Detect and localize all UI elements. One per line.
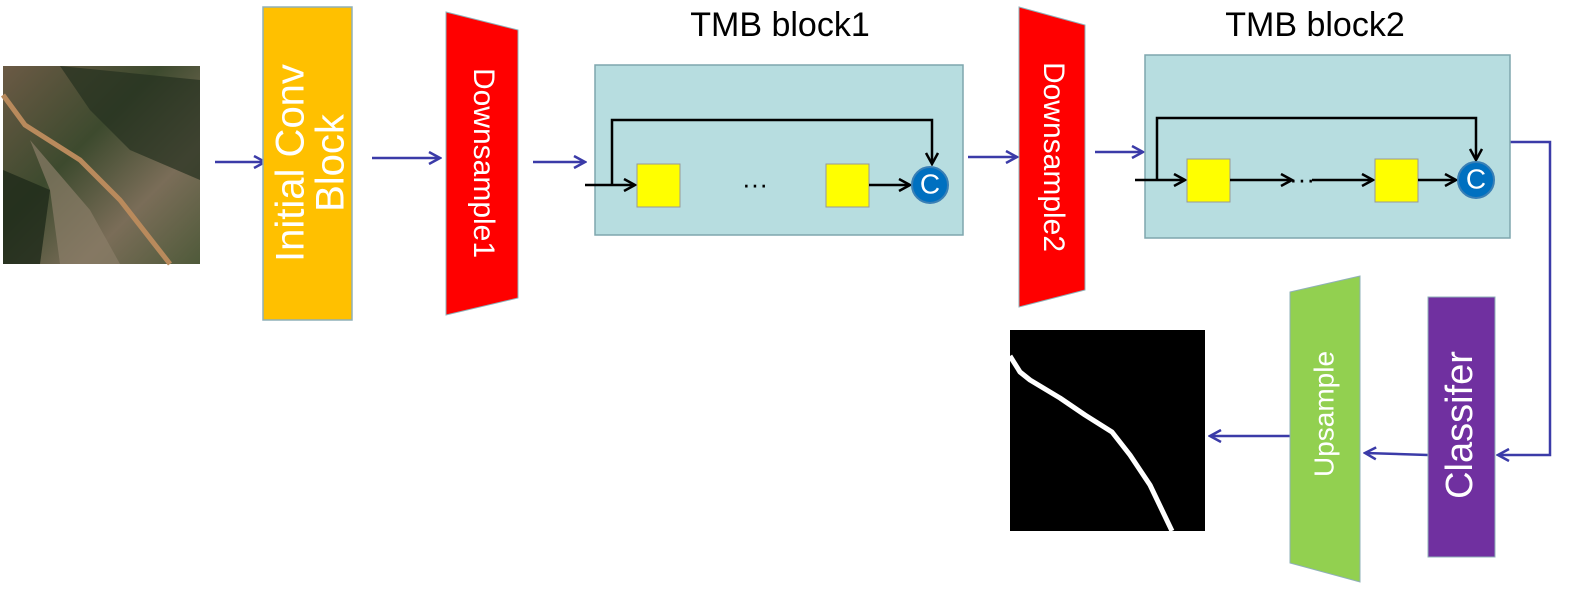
downsample1-label: Downsample1	[467, 68, 500, 258]
tmb1-skip-connection	[610, 118, 932, 185]
tmb-block1: TMB block1 ··· C	[585, 6, 964, 236]
tmb2-unit-last	[1374, 158, 1419, 203]
tmb1-ellipsis: ···	[742, 169, 768, 199]
upsample-block: Upsample	[1289, 275, 1361, 583]
arrow-tmb2-to-classifier	[1498, 140, 1552, 455]
tmb1-unit-last	[825, 163, 870, 208]
input-satellite-image	[0, 66, 200, 266]
tmb-block2: TMB block2 ··· C	[1135, 6, 1511, 239]
initial-conv-label-line2: Block	[309, 113, 353, 212]
tmb1-concat-label: C	[920, 168, 940, 199]
classifier-block: Classifer	[1427, 296, 1496, 558]
tmb1-unit-first	[636, 163, 681, 208]
tmb2-concat-icon: C	[1457, 161, 1495, 199]
tmb2-unit-first	[1186, 158, 1231, 203]
tmb-block2-title: TMB block2	[1225, 6, 1405, 44]
initial-conv-label-line1: Initial Conv	[269, 64, 313, 262]
downsample2-label: Downsample2	[1037, 62, 1070, 252]
tmb2-concat-label: C	[1466, 163, 1486, 194]
tmb1-concat-icon: C	[911, 166, 949, 204]
arrow-classifier-to-upsample	[1365, 453, 1429, 455]
downsample1-block: Downsample1	[445, 11, 519, 316]
output-segmentation-mask	[1007, 330, 1205, 533]
initial-conv-block: Initial Conv Block	[262, 6, 353, 321]
downsample2-block: Downsample2	[1018, 6, 1086, 308]
tmb2-ellipsis: ···	[1289, 164, 1315, 194]
classifier-label: Classifer	[1439, 351, 1481, 499]
tmb-block1-title: TMB block1	[690, 6, 870, 44]
upsample-label: Upsample	[1308, 351, 1339, 477]
tmb2-skip-connection	[1155, 116, 1476, 180]
